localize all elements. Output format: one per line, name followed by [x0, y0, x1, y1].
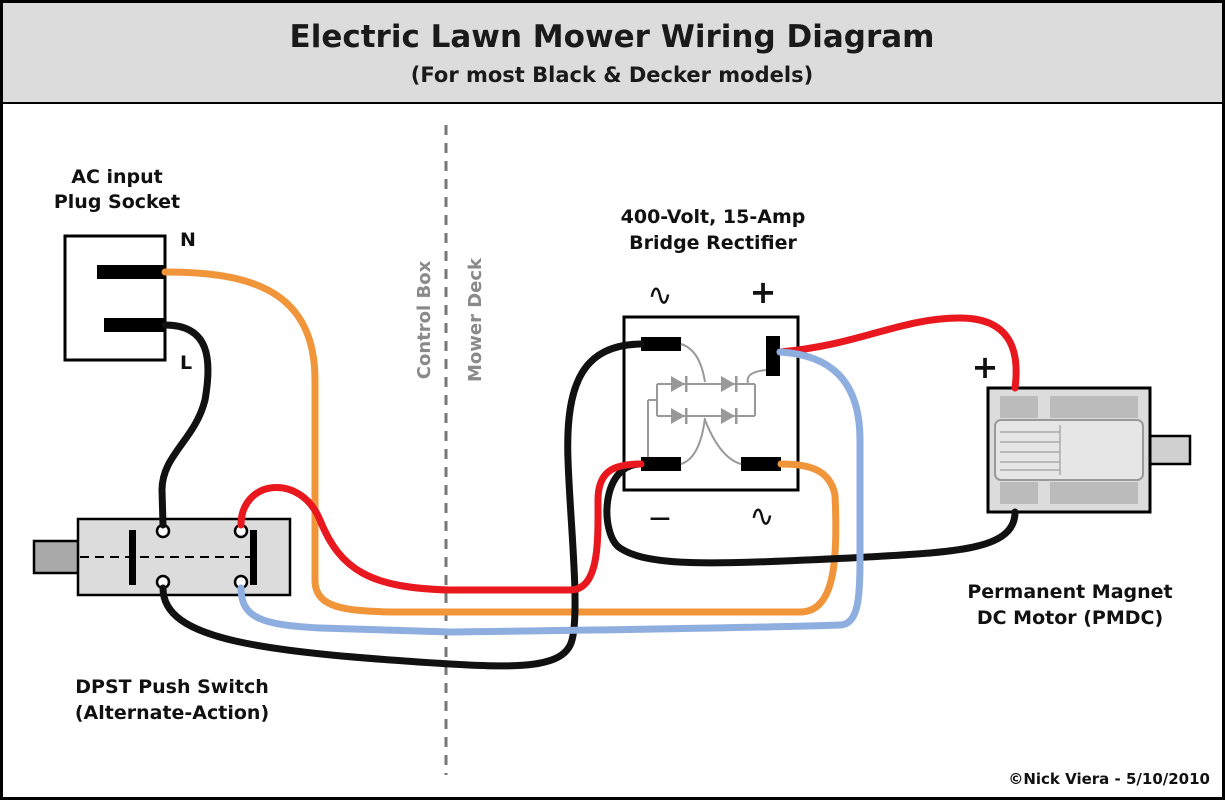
- page-subtitle: (For most Black & Decker models): [411, 63, 813, 87]
- wires: [158, 268, 1020, 670]
- wire-black-motor: [603, 460, 1019, 567]
- socket-label-line2: Plug Socket: [54, 191, 180, 213]
- dpst-push-switch: [32, 517, 292, 597]
- wire-red-switch: [237, 460, 645, 594]
- socket-label-line1: AC input: [71, 166, 163, 188]
- mower-deck-label: Mower Deck: [465, 257, 486, 382]
- rectifier-label-line2: Bridge Rectifier: [629, 232, 797, 254]
- motor-plus-symbol: +: [972, 348, 999, 386]
- rectifier-terminal-plus: [766, 336, 780, 376]
- rectifier-label-line1: 400-Volt, 15-Amp: [621, 206, 806, 228]
- motor-label-line2: DC Motor (PMDC): [977, 607, 1163, 629]
- wire-blue: [237, 348, 864, 636]
- motor-shaft: [1148, 434, 1192, 466]
- page-title: Electric Lawn Mower Wiring Diagram: [290, 19, 935, 55]
- rectifier-diode-symbols: [671, 376, 738, 424]
- rectifier-terminal-ac2: [741, 457, 781, 471]
- switch-plunger: [32, 539, 82, 575]
- socket-prong-n: [97, 265, 165, 279]
- copyright-text: ©Nick Viera - 5/10/2010: [1008, 770, 1210, 788]
- motor-label-line1: Permanent Magnet: [967, 581, 1172, 603]
- wire-red-motor: [776, 314, 1020, 392]
- switch-label-line1: DPST Push Switch: [75, 676, 268, 698]
- bridge-rectifier: [622, 315, 800, 492]
- socket-prong-l: [104, 318, 165, 332]
- rectifier-plus-symbol: +: [750, 273, 777, 311]
- rectifier-terminal-minus: [641, 457, 681, 471]
- switch-label-line2: (Alternate-Action): [75, 702, 269, 724]
- rectifier-minus-symbol: −: [647, 501, 672, 536]
- rectifier-terminal-ac1: [641, 337, 681, 351]
- control-box-label: Control Box: [414, 260, 435, 379]
- socket-l-label: L: [180, 352, 192, 374]
- wire-black-rectifier: [159, 340, 645, 670]
- rectifier-ac-symbol-top: ∿: [647, 278, 672, 313]
- rectifier-ac-symbol-bottom: ∿: [749, 499, 774, 534]
- header-band: [3, 3, 1222, 103]
- wire-orange: [161, 268, 840, 616]
- switch-body: [76, 517, 292, 597]
- wire-black-socket: [158, 321, 212, 529]
- ac-plug-socket: [63, 234, 167, 362]
- socket-n-label: N: [180, 229, 196, 251]
- pmdc-motor: [986, 386, 1192, 514]
